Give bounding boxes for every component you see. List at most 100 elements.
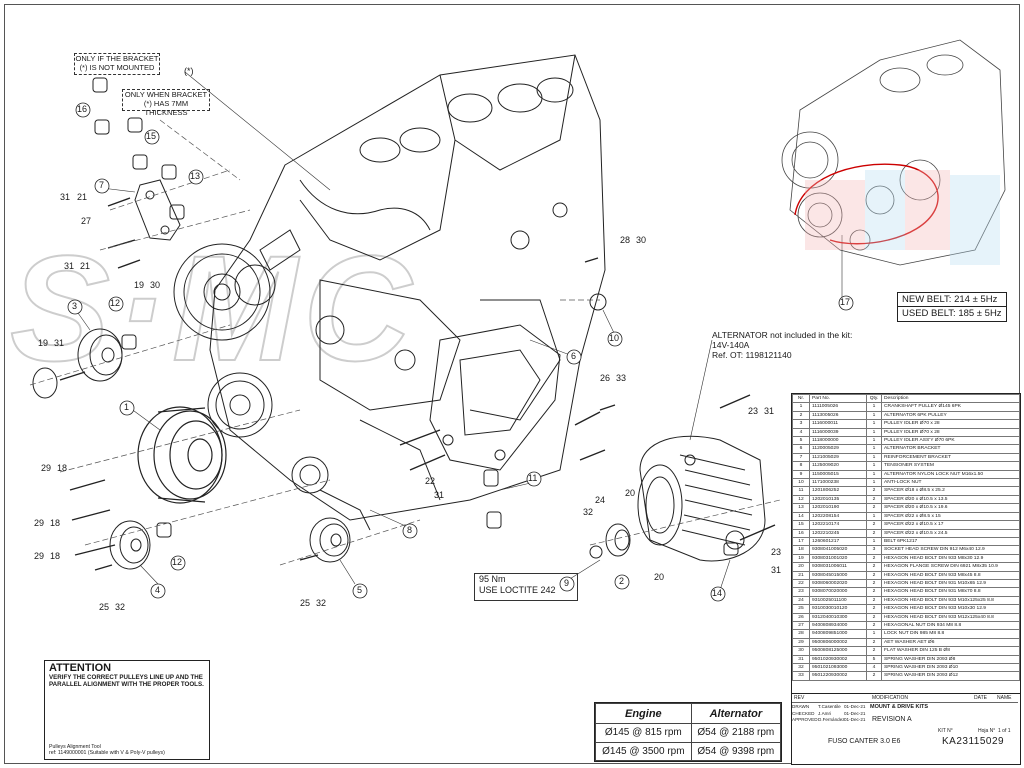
tb-date: DATE [974,695,987,701]
parts-cell: SPACER Ø20 x Ø10.5 x 19.6 [881,503,1020,513]
parts-cell: 19 [792,553,810,564]
speed-ratio-table: Engine Alternator Ø145 @ 815 rpm Ø54 @ 2… [594,702,782,762]
parts-cell: 5 [792,436,810,446]
parts-cell: 2 [866,587,882,597]
parts-cell: 1118000000 [809,436,867,446]
preview-blue-tint-b [950,175,1000,265]
parts-cell: 1 [866,629,882,639]
parts-cell: ALTERNATOR BRACKET [881,444,1020,454]
parts-cell: HEXAGON HEAD BOLT DIN 931 M8x70 8.8 [881,587,1020,597]
parts-cell: 9400809851000 [809,629,867,639]
parts-cell: 1202010135 [809,494,867,505]
parts-cell: 7 [792,452,810,463]
parts-cell: 1202010190 [809,503,867,513]
alternator-note: ALTERNATOR not included in the kit: 14V-… [712,330,852,360]
spacer-16-b [94,119,110,135]
parts-cell: 9308031001020 [809,553,867,564]
nut-10 [589,293,607,311]
parts-cell: BELT 6PK1217 [881,536,1020,547]
preview-engine [781,39,1006,266]
parts-cell: 3 [866,545,882,555]
parts-cell: 9501021093000 [809,662,867,673]
parts-cell: 2 [866,646,882,656]
parts-cell: 30 [792,646,810,656]
parts-cell: 11 [792,486,810,496]
speed-cell: Ø145 @ 815 rpm [595,723,692,743]
parts-cell: 1171000238 [809,478,867,488]
parts-cell: 1116000039 [809,427,867,438]
idler-pulley-4 [109,520,151,570]
parts-cell: 20 [792,562,810,572]
tb-vehicle: FUSO CANTER 3.0 E6 [828,738,901,745]
parts-cell: 1120005029 [809,444,867,454]
speed-cell: Ø54 @ 9398 rpm [690,741,782,761]
attention-title: ATTENTION [49,662,112,674]
parts-cell: 2 [866,595,882,606]
bolts [59,197,776,571]
parts-cell: LOCK NUT DIN 985 M8 8.8 [881,629,1020,639]
parts-cell: 1 [866,469,882,480]
parts-cell: 1202210174 [809,520,867,530]
parts-cell: 18 [792,545,810,555]
parts-cell: 2 [866,553,882,564]
tb-approved-name: D.Fernández [818,717,845,722]
tb-modification: MODIFICATION [872,695,909,701]
parts-cell: 10 [792,478,810,488]
belt-tension-box: NEW BELT: 214 ± 5Hz USED BELT: 185 ± 5Hz [897,292,1007,322]
tb-rev: REV [794,695,805,701]
parts-header-partno: Part No. [809,393,867,404]
parts-cell: HEXAGON FLANGE SCREW DIN 6921 M8x35 10.9 [881,562,1020,572]
parts-cell: SOCKET HEAD SCREW DIN 912 M6x40 12.9 [881,545,1020,555]
parts-cell: 1121005029 [809,452,867,463]
alternator-note-line2: 14V-140A [712,340,750,350]
parts-cell: 2 [866,671,882,681]
alignment-tool-ref: ref: 1149000001 (Suitable with V & Poly-… [49,750,165,756]
parts-cell: 9308070020000 [809,587,867,597]
parts-cell: 1116000011 [809,419,867,429]
parts-cell: 2 [866,528,882,538]
parts-cell: 1 [866,436,882,446]
torque-value: 95 Nm [479,574,506,584]
parts-cell: 2 [866,503,882,513]
parts-header-nr: Nr. [792,393,810,404]
alignment-tool-caption: Pulleys Alignment Tool ref: 1149000001 (… [49,744,165,756]
speed-header-engine: Engine [595,702,692,725]
parts-cell: 9500806000002 [809,637,867,648]
parts-cell: 29 [792,637,810,648]
preview-red-tint-b [905,170,950,250]
idler-pulley-3 [77,328,123,382]
parts-cell: SPACER Ø22 x Ø10.5 x 24.5 [881,528,1020,538]
parts-cell: 1 [792,402,810,412]
parts-header-qty: Qty. [866,393,882,404]
parts-cell: 2 [866,486,882,496]
alignment-tool-name: Pulleys Alignment Tool [49,744,101,750]
parts-cell: PULLEY IDLER Ø70 x 28 [881,427,1020,438]
parts-cell: 24 [792,595,810,606]
fan-hub [173,243,276,341]
parts-cell: 1 [866,461,882,471]
parts-cell: 15 [792,520,810,530]
parts-cell: SPACER Ø22 x Ø8.5 x 15 [881,511,1020,522]
spacer-13 [161,164,177,180]
parts-cell: PULLEY IDLER ASS'Y Ø70 6PK [881,436,1020,446]
parts-cell: 1201806252 [809,486,867,496]
tb-revision: REVISION A [872,716,912,723]
spacer-15 [132,154,148,170]
parts-cell: 9308060002020 [809,578,867,589]
parts-cell: 32 [792,662,810,673]
tb-drawn-label: DRAWN [792,704,810,709]
used-belt-frequency: USED BELT: 185 ± 5Hz [898,306,1006,320]
parts-cell: 1150005015 [809,469,867,480]
